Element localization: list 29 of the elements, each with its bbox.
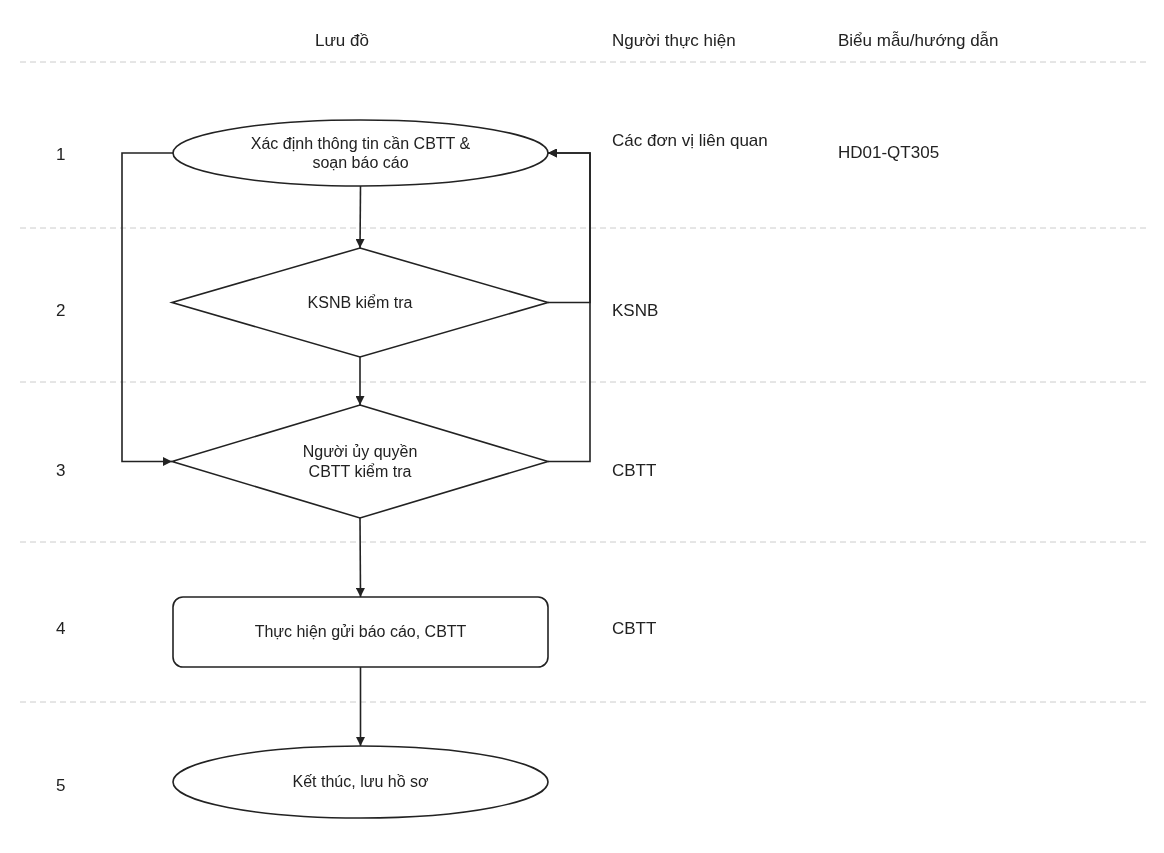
node-text: Xác định thông tin cần CBTT & soạn báo cáo [249, 133, 472, 173]
table-text: KSNB [612, 300, 659, 322]
decision-diamond [172, 248, 548, 357]
arrow [355, 517, 365, 598]
decision-diamond [172, 405, 548, 518]
table-text: 2 [56, 300, 66, 322]
table-text: 1 [56, 144, 66, 166]
table-text: Các đơn vị liên quan [612, 130, 769, 152]
node-text: Thực hiện gửi báo cáo, CBTT [254, 622, 467, 642]
node-text: Người ủy quyền CBTT kiểm tra [301, 442, 419, 481]
table-text: Người thực hiện [612, 30, 736, 52]
table-text: Biểu mẫu/hướng dẫn [838, 30, 999, 52]
arrow [121, 152, 174, 466]
terminator-ellipse [173, 120, 548, 186]
table-text: Lưu đồ [315, 30, 369, 52]
table-text: CBTT [612, 618, 657, 640]
node-text: KSNB kiểm tra [307, 292, 413, 313]
arrow [355, 185, 365, 249]
process-box [173, 597, 548, 667]
table-text: 5 [56, 775, 66, 797]
table-text: 4 [56, 618, 66, 640]
arrow [356, 666, 365, 747]
node-text: Kết thúc, lưu hồ sơ [292, 772, 429, 792]
terminator-ellipse [173, 746, 548, 818]
table-text: CBTT [612, 460, 657, 482]
arrow [355, 356, 365, 406]
arrow [547, 148, 591, 463]
table-text: 3 [56, 460, 66, 482]
table-text: HD01-QT305 [838, 142, 940, 164]
